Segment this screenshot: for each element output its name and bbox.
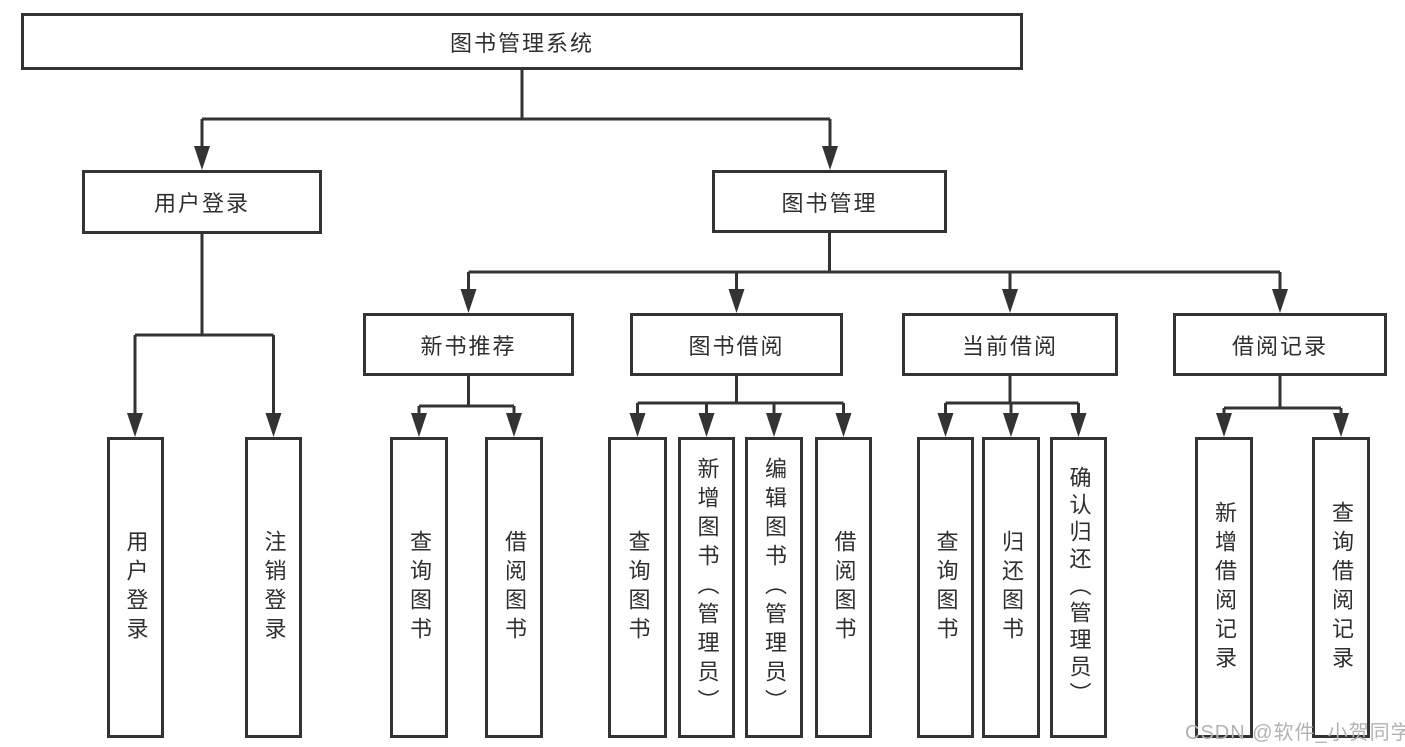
leaf-query-borrow-record: 查询借阅记录 xyxy=(1312,437,1370,738)
leaf-borrow-books-recommend: 借阅图书 xyxy=(485,437,543,738)
arrow-down-icon xyxy=(1333,413,1349,437)
arrow-down-icon xyxy=(728,289,745,313)
node-current-borrow: 当前借阅 xyxy=(902,313,1118,376)
leaf-query-books-recommend: 查询图书 xyxy=(390,437,448,738)
node-book-borrow: 图书借阅 xyxy=(630,313,843,376)
arrow-down-icon xyxy=(1070,413,1087,437)
csdn-watermark: CSDN @软件_小贺同学 xyxy=(1185,722,1405,744)
arrow-down-icon xyxy=(194,146,210,170)
arrow-down-icon xyxy=(1216,413,1232,437)
arrow-down-icon xyxy=(127,413,143,437)
arrow-down-icon xyxy=(506,413,522,437)
connector xyxy=(417,376,516,417)
connector xyxy=(944,376,1080,417)
arrow-down-icon xyxy=(835,413,852,437)
connector xyxy=(467,233,1282,293)
leaf-edit-book-admin: 编辑图书（管理员） xyxy=(745,437,803,738)
node-new-book-recommend: 新书推荐 xyxy=(363,313,574,376)
node-book-management: 图书管理 xyxy=(712,170,947,233)
leaf-confirm-return-admin: 确认归还（管理员） xyxy=(1050,437,1107,738)
arrow-down-icon xyxy=(629,413,646,437)
arrow-down-icon xyxy=(411,413,427,437)
arrow-down-icon xyxy=(460,289,477,313)
arrow-down-icon xyxy=(698,413,715,437)
arrow-down-icon xyxy=(766,413,782,437)
leaf-return-book: 归还图书 xyxy=(982,437,1040,738)
leaf-add-borrow-record: 新增借阅记录 xyxy=(1195,437,1253,738)
connector xyxy=(636,376,845,417)
leaf-add-book-admin: 新增图书（管理员） xyxy=(678,437,735,738)
arrow-down-icon xyxy=(1272,289,1288,313)
arrow-down-icon xyxy=(1003,413,1019,437)
connector xyxy=(133,234,275,417)
node-root-system: 图书管理系统 xyxy=(21,13,1023,70)
leaf-query-books-borrow: 查询图书 xyxy=(608,437,667,738)
leaf-borrow-book: 借阅图书 xyxy=(815,437,872,738)
leaf-query-books-current: 查询图书 xyxy=(917,437,974,738)
node-borrow-records: 借阅记录 xyxy=(1173,313,1387,376)
leaf-logout: 注销登录 xyxy=(245,437,302,738)
leaf-user-login: 用户登录 xyxy=(107,437,164,738)
connector xyxy=(1222,376,1343,417)
arrow-down-icon xyxy=(937,413,954,437)
connector xyxy=(200,70,832,150)
arrow-down-icon xyxy=(1002,289,1018,313)
arrow-down-icon xyxy=(822,146,838,170)
node-user-login: 用户登录 xyxy=(82,170,322,234)
arrow-down-icon xyxy=(265,413,282,437)
